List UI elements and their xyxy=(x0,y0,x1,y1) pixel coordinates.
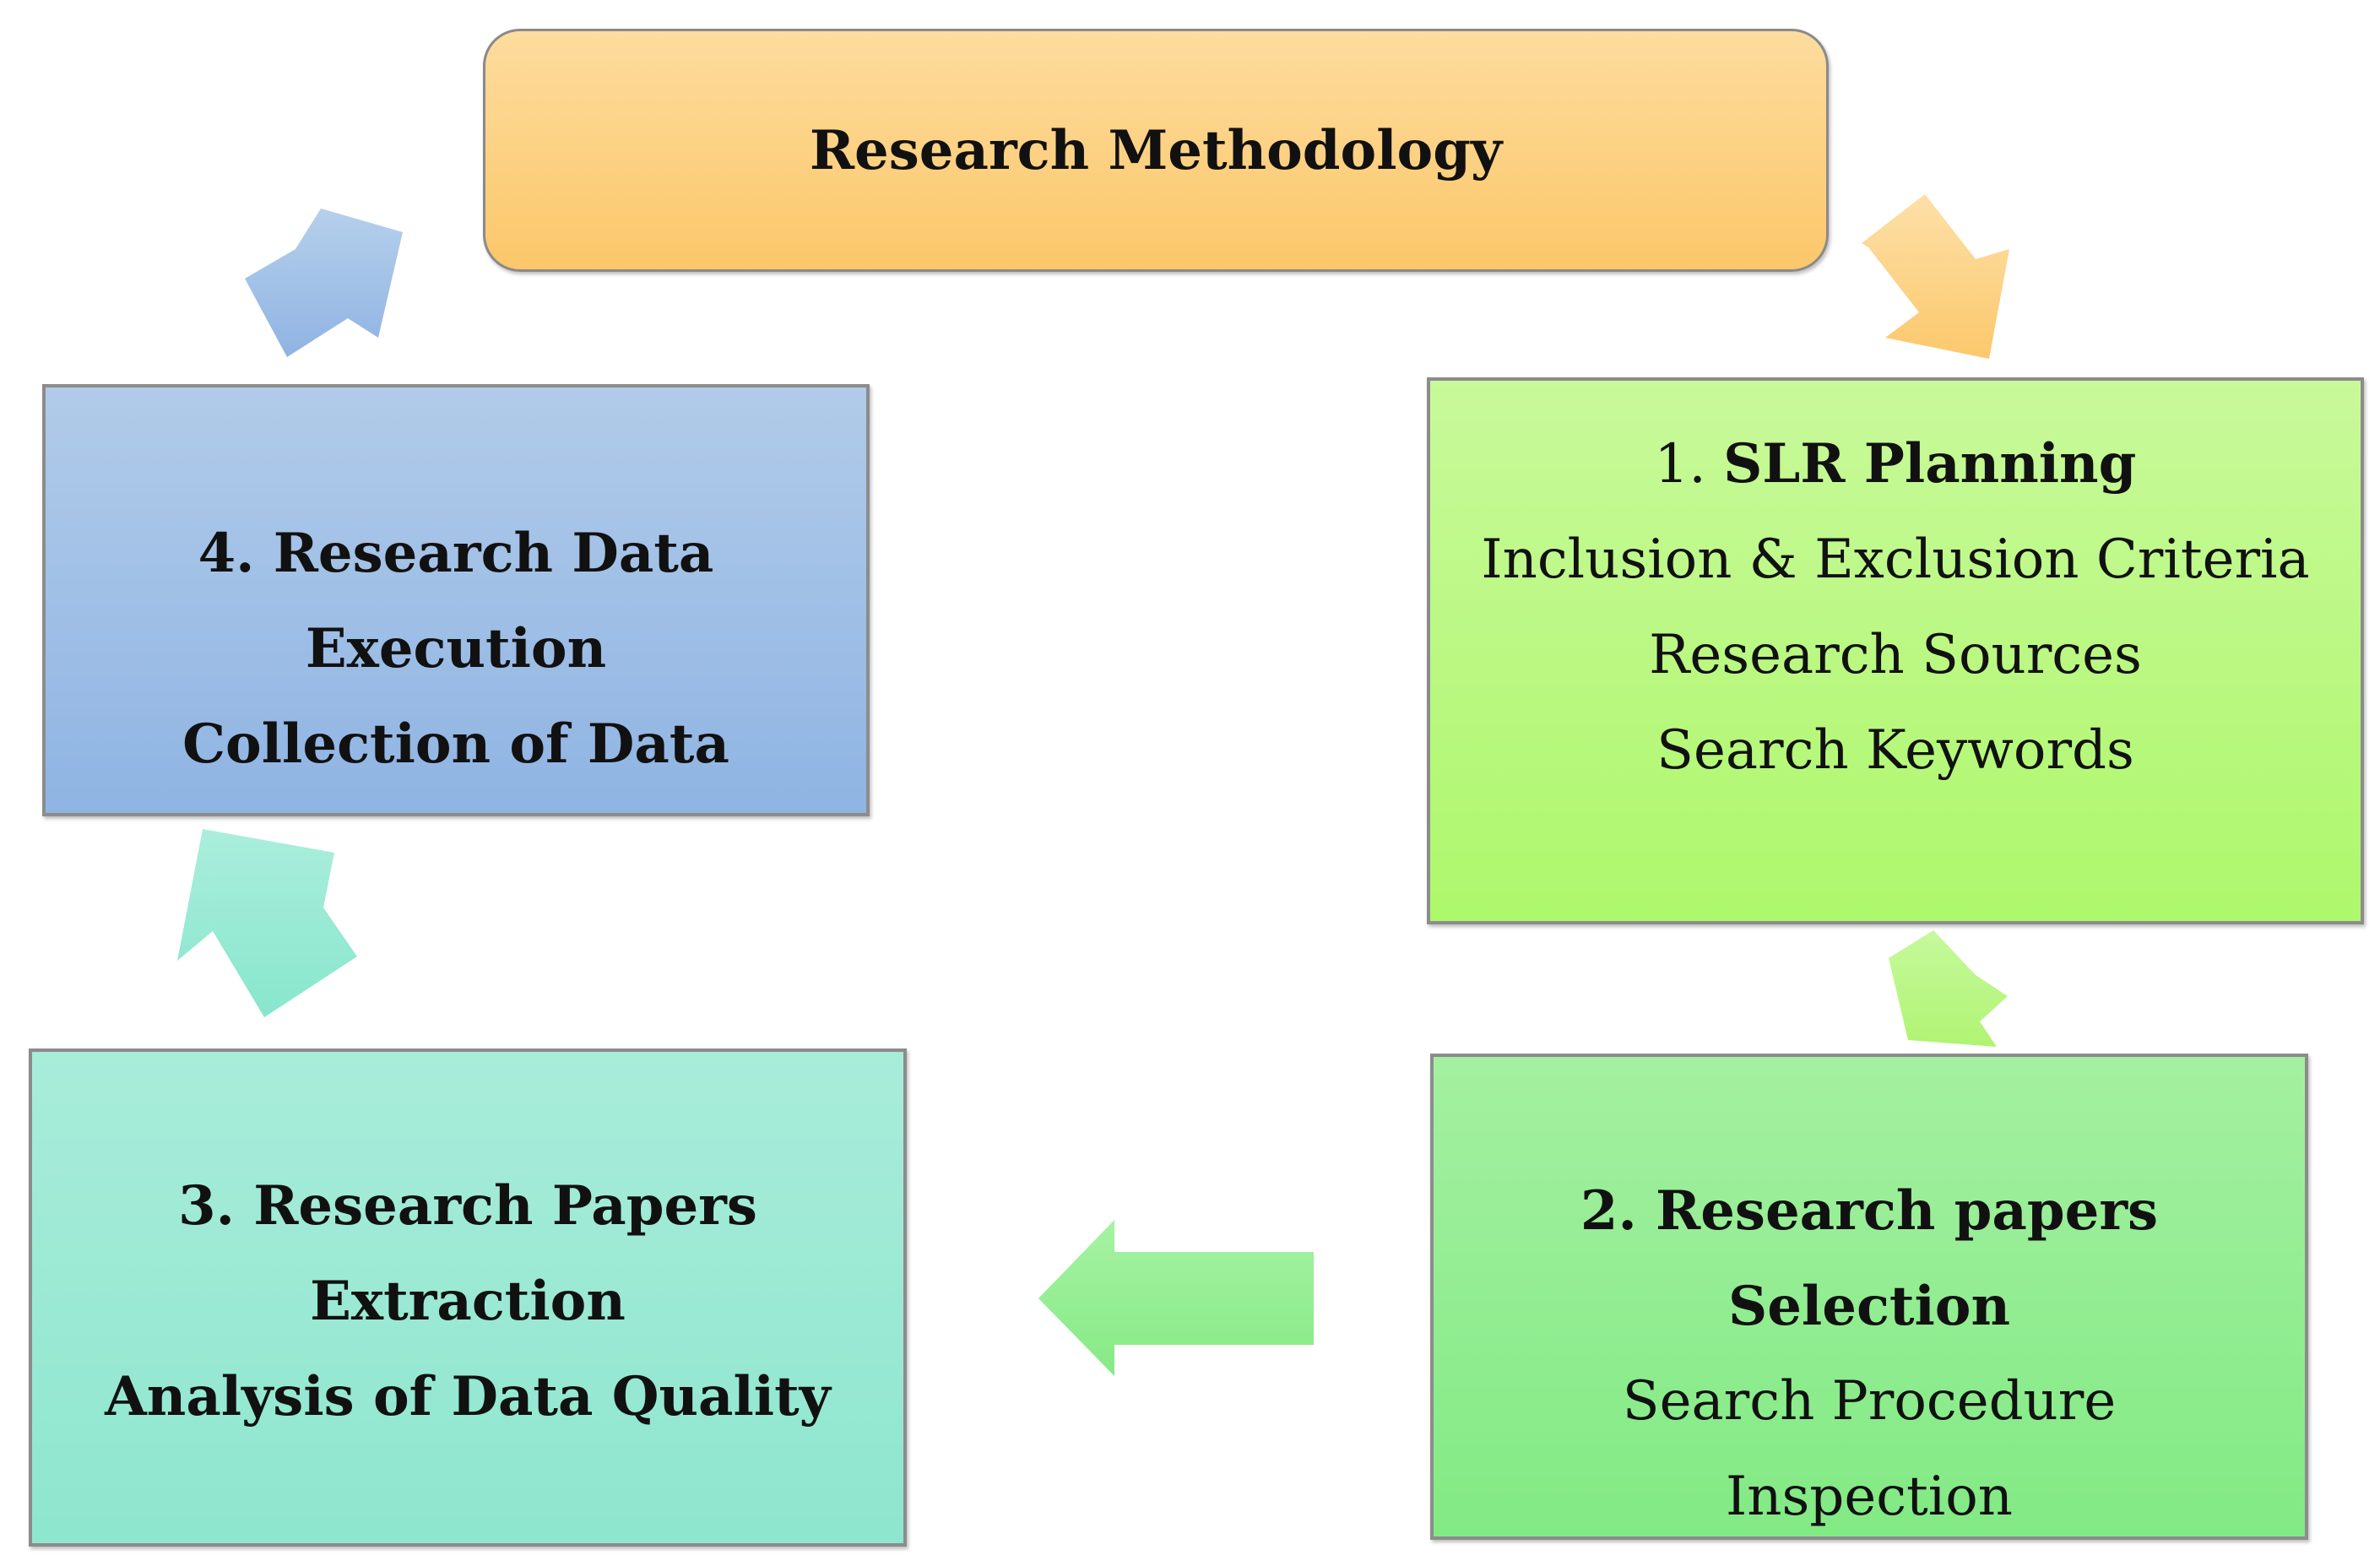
step3-line-quality: Analysis of Data Quality xyxy=(105,1365,831,1428)
step2-heading: 2. Research papers Selection xyxy=(1580,1179,2159,1338)
step1-heading: 1. SLR Planning xyxy=(1655,416,2137,512)
arrow-title-to-step1 xyxy=(1862,194,2009,359)
step4-line-collection: Collection of Data xyxy=(182,713,729,776)
step2-box: 2. Research papers Selection Search Proc… xyxy=(1430,1054,2308,1540)
step1-line-keywords: Search Keywords xyxy=(1656,719,2134,782)
research-methodology-box: Research Methodology xyxy=(483,29,1829,272)
step4-heading: 4. Research Data Execution xyxy=(198,522,714,680)
step1-line-inclusion: Inclusion & Exclusion Criteria xyxy=(1481,528,2310,591)
step3-box: 3. Research Papers Extraction Analysis o… xyxy=(29,1049,907,1547)
diagram-title: Research Methodology xyxy=(809,118,1503,182)
arrow-step1-to-step2 xyxy=(1889,930,2008,1047)
step1-heading-text: SLR Planning xyxy=(1723,432,2137,496)
step2-line-inspection: Inspection xyxy=(1726,1466,2013,1528)
step4-box: 4. Research Data Execution Collection of… xyxy=(42,384,870,816)
step1-heading-number: 1. xyxy=(1654,433,1706,496)
step2-line-procedure: Search Procedure xyxy=(1622,1370,2117,1433)
arrow-step4-to-title xyxy=(245,209,403,357)
step1-line-sources: Research Sources xyxy=(1649,624,2142,686)
step1-box: 1. SLR Planning Inclusion & Exclusion Cr… xyxy=(1427,377,2364,924)
step3-heading: 3. Research Papers Extraction xyxy=(178,1174,757,1333)
arrow-step3-to-step4 xyxy=(177,829,357,1017)
arrow-step2-to-step3 xyxy=(1038,1220,1314,1376)
